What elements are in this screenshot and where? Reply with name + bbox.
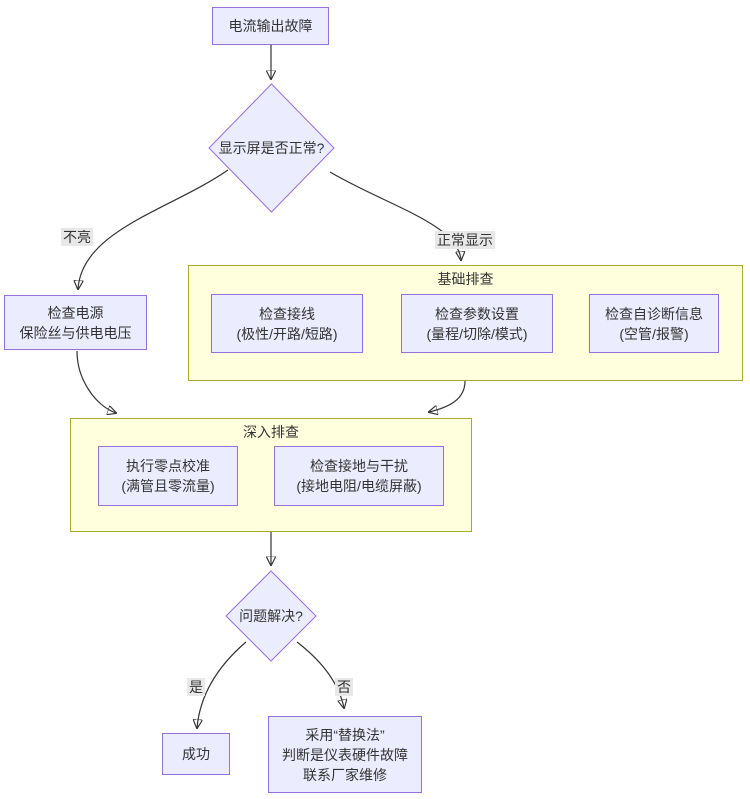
node-replacement-line3: 联系厂家维修 bbox=[303, 766, 387, 783]
cluster-deep-checks: 深入排查 执行零点校准 (满管且零流量) 检查接地与干扰 (接地电阻/电缆屏蔽) bbox=[70, 418, 472, 532]
cluster-deep-checks-title: 深入排查 bbox=[243, 424, 299, 440]
node-check-wiring-line1: 检查接线 bbox=[259, 305, 315, 322]
edge-basic-cluster-to-deep-cluster bbox=[429, 380, 466, 412]
node-check-wiring: 检查接线 (极性/开路/短路) bbox=[211, 294, 363, 353]
node-check-params: 检查参数设置 (量程/切除/模式) bbox=[401, 294, 553, 353]
node-check-power-line2: 保险丝与供电电压 bbox=[19, 324, 132, 341]
edge-label-normal-display: 正常显示 bbox=[435, 231, 495, 249]
node-start: 电流输出故障 bbox=[212, 7, 329, 45]
node-zero-calibration-line2: (满管且零流量) bbox=[121, 478, 215, 494]
cluster-basic-checks: 基础排查 检查接线 (极性/开路/短路) 检查参数设置 (量程/切除/模式) 检… bbox=[188, 265, 743, 381]
node-check-diagnostics-line2: (空管/报警) bbox=[619, 325, 689, 342]
node-problem-solved-label: 问题解决? bbox=[239, 608, 303, 624]
node-check-params-line2: (量程/切除/模式) bbox=[426, 325, 528, 342]
node-problem-solved: 问题解决? bbox=[225, 570, 317, 662]
node-check-grounding-line1: 检查接地与干扰 bbox=[310, 458, 408, 474]
node-display-check: 显示屏是否正常? bbox=[208, 83, 335, 213]
node-check-wiring-line2: (极性/开路/短路) bbox=[236, 325, 338, 342]
node-start-label: 电流输出故障 bbox=[228, 18, 313, 34]
node-replacement: 采用“替换法” 判断是仪表硬件故障 联系厂家维修 bbox=[268, 716, 422, 793]
node-check-grounding: 检查接地与干扰 (接地电阻/电缆屏蔽) bbox=[274, 446, 444, 506]
node-check-diagnostics-line1: 检查自诊断信息 bbox=[605, 305, 703, 322]
edge-check-power-to-deep-cluster bbox=[76, 350, 116, 413]
edge-label-no: 否 bbox=[335, 678, 353, 696]
node-replacement-line2: 判断是仪表硬件故障 bbox=[282, 746, 408, 763]
node-replacement-line1: 采用“替换法” bbox=[305, 726, 385, 743]
node-success: 成功 bbox=[162, 733, 230, 775]
diamond-shape bbox=[208, 83, 335, 213]
node-check-params-line1: 检查参数设置 bbox=[435, 305, 519, 322]
cluster-basic-checks-title: 基础排查 bbox=[437, 271, 494, 287]
node-zero-calibration: 执行零点校准 (满管且零流量) bbox=[98, 446, 238, 506]
node-display-check-label: 显示屏是否正常? bbox=[218, 140, 325, 156]
node-check-power: 检查电源 保险丝与供电电压 bbox=[4, 295, 147, 350]
node-check-grounding-line2: (接地电阻/电缆屏蔽) bbox=[296, 478, 422, 494]
node-zero-calibration-line1: 执行零点校准 bbox=[126, 458, 210, 474]
node-success-label: 成功 bbox=[182, 746, 210, 762]
node-check-diagnostics: 检查自诊断信息 (空管/报警) bbox=[589, 294, 719, 353]
node-check-power-line1: 检查电源 bbox=[47, 304, 104, 321]
edge-label-yes: 是 bbox=[187, 678, 205, 696]
edge-label-not-lit: 不亮 bbox=[61, 228, 93, 246]
diamond-shape bbox=[225, 570, 317, 662]
